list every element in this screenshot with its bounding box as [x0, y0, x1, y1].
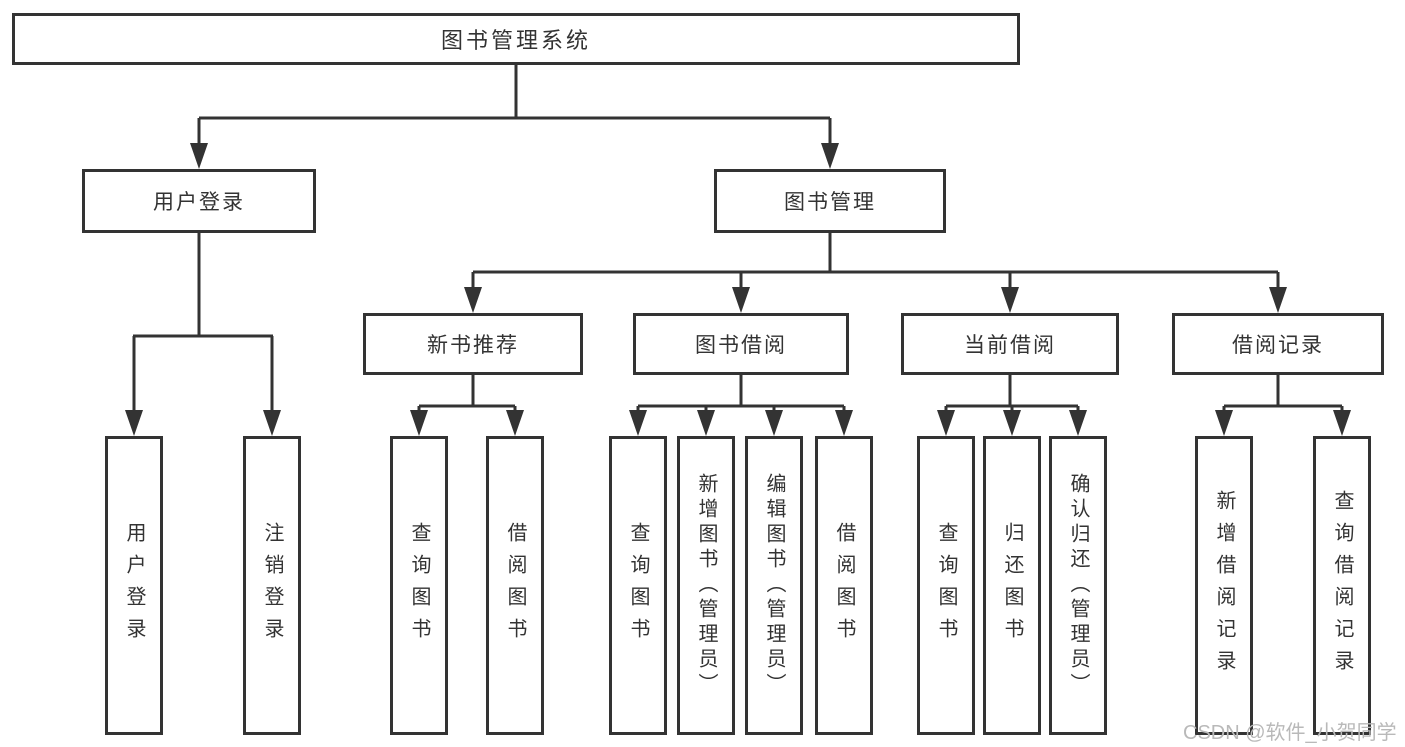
leaf-borrowing-borrow-books: 借阅图书: [815, 436, 873, 735]
node-book-borrowing: 图书借阅: [633, 313, 849, 375]
leaf-recommend-borrow-books: 借阅图书: [486, 436, 544, 735]
node-book-management: 图书管理: [714, 169, 946, 233]
leaf-records-add-borrow-record: 新增借阅记录: [1195, 436, 1253, 735]
node-library-management-system: 图书管理系统: [12, 13, 1020, 65]
node-current-borrowing: 当前借阅: [901, 313, 1119, 375]
leaf-logout: 注销登录: [243, 436, 301, 735]
leaf-borrowing-add-books-admin: 新增图书（管理员）: [677, 436, 735, 735]
leaf-borrowing-edit-books-admin: 编辑图书（管理员）: [745, 436, 803, 735]
leaf-records-query-borrow-record: 查询借阅记录: [1313, 436, 1371, 735]
arrowheads: [125, 143, 1351, 436]
node-borrowing-records: 借阅记录: [1172, 313, 1384, 375]
node-user-login: 用户登录: [82, 169, 316, 233]
leaf-current-return-books: 归还图书: [983, 436, 1041, 735]
leaf-current-confirm-return-admin: 确认归还（管理员）: [1049, 436, 1107, 735]
leaf-current-query-books: 查询图书: [917, 436, 975, 735]
node-new-book-recommendation: 新书推荐: [363, 313, 583, 375]
leaf-recommend-query-books: 查询图书: [390, 436, 448, 735]
csdn-watermark: CSDN @软件_小贺同学: [1183, 722, 1397, 744]
leaf-borrowing-query-books: 查询图书: [609, 436, 667, 735]
leaf-user-login: 用户登录: [105, 436, 163, 735]
